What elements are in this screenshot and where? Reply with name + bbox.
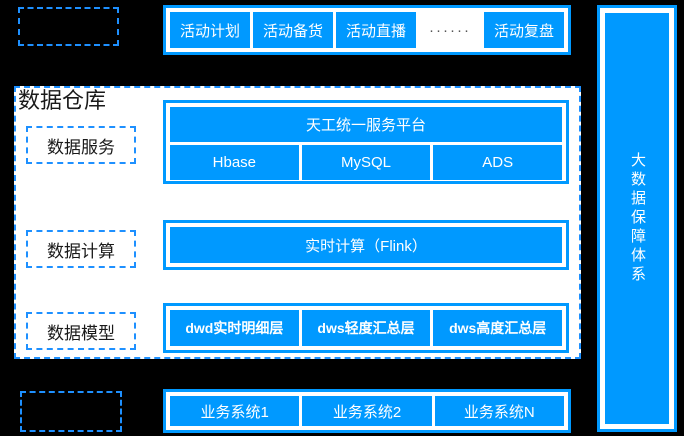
store-mysql[interactable]: MySQL [301, 145, 431, 180]
service-platform-row: 天工统一服务平台 [170, 107, 562, 142]
service-store-row: Hbase MySQL ADS [170, 145, 563, 180]
activity-item-plan[interactable]: 活动计划 [170, 12, 251, 48]
data-warehouse-title: 数据仓库 [18, 88, 107, 113]
layer-label-data-service[interactable]: 数据服务 [26, 126, 136, 164]
bottom-left-placeholder-box [20, 391, 122, 432]
business-system-1[interactable]: 业务系统1 [170, 396, 300, 426]
big-data-guarantee-column: 大数据保障体系 [597, 5, 677, 432]
activity-item-review[interactable]: 活动复盘 [483, 12, 564, 48]
layer-label-data-compute[interactable]: 数据计算 [26, 230, 136, 268]
top-left-placeholder-box [18, 7, 119, 46]
activity-bar: 活动计划 活动备货 活动直播 ······ 活动复盘 [163, 5, 571, 55]
model-layer-dws-light[interactable]: dws轻度汇总层 [301, 310, 431, 346]
model-layer-dws-high[interactable]: dws高度汇总层 [433, 310, 563, 346]
layer-label-data-model[interactable]: 数据模型 [26, 312, 136, 350]
activity-item-stock[interactable]: 活动备货 [253, 12, 334, 48]
data-compute-group: 实时计算（Flink） [163, 220, 569, 270]
store-hbase[interactable]: Hbase [170, 145, 299, 180]
data-warehouse-panel: 数据仓库 数据服务 数据计算 数据模型 天工统一服务平台 Hbase MySQL… [14, 86, 581, 359]
guarantee-column-label: 大数据保障体系 [629, 152, 646, 285]
business-system-n[interactable]: 业务系统N [434, 396, 564, 426]
data-model-group: dwd实时明细层 dws轻度汇总层 dws高度汇总层 [163, 303, 569, 353]
model-layer-dwd[interactable]: dwd实时明细层 [170, 310, 299, 346]
store-ads[interactable]: ADS [433, 145, 563, 180]
business-system-2[interactable]: 业务系统2 [302, 396, 432, 426]
data-service-group: 天工统一服务平台 Hbase MySQL ADS [163, 100, 569, 184]
activity-ellipsis: ······ [419, 12, 481, 48]
business-systems-bar: 业务系统1 业务系统2 业务系统N [163, 389, 571, 433]
service-platform-tiangong[interactable]: 天工统一服务平台 [170, 107, 562, 142]
activity-item-live[interactable]: 活动直播 [336, 12, 417, 48]
guarantee-column-fill[interactable]: 大数据保障体系 [605, 13, 669, 424]
compute-engine-flink[interactable]: 实时计算（Flink） [170, 227, 562, 263]
